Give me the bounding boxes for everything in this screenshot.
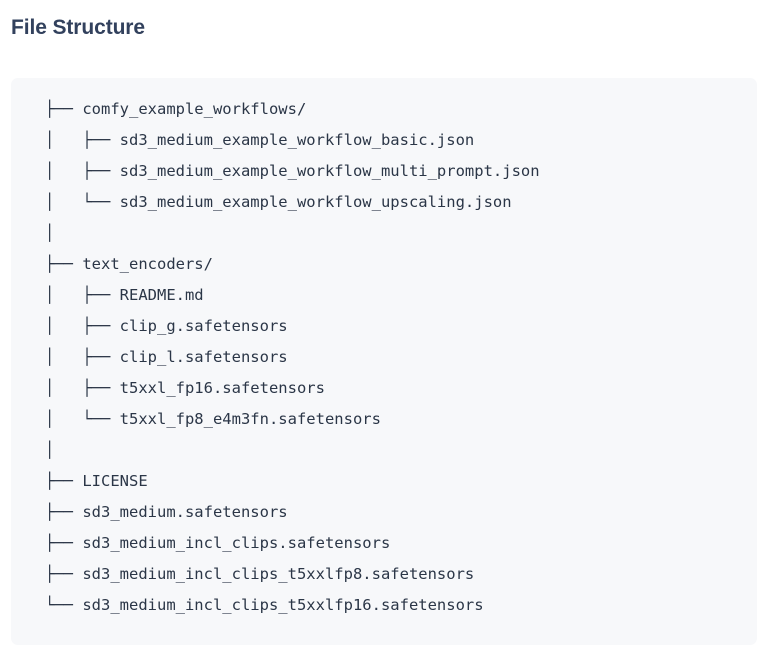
tree-line: │ [45, 224, 55, 242]
tree-line: ├── LICENSE [45, 472, 148, 490]
tree-line: ├── comfy_example_workflows/ [45, 100, 307, 118]
tree-line: │ ├── sd3_medium_example_workflow_basic.… [45, 131, 475, 149]
tree-line: │ ├── clip_g.safetensors [45, 317, 288, 335]
page-title: File Structure [11, 16, 145, 39]
file-tree: ├── comfy_example_workflows/ │ ├── sd3_me… [11, 94, 757, 621]
tree-line: └── sd3_medium_incl_clips_t5xxlfp16.safe… [45, 596, 484, 614]
tree-line: ├── sd3_medium.safetensors [45, 503, 288, 521]
tree-line: ├── sd3_medium_incl_clips_t5xxlfp8.safet… [45, 565, 475, 583]
tree-line: │ ├── t5xxl_fp16.safetensors [45, 379, 325, 397]
tree-line: │ ├── clip_l.safetensors [45, 348, 288, 366]
tree-line: │ ├── README.md [45, 286, 204, 304]
tree-line: ├── text_encoders/ [45, 255, 213, 273]
tree-line: │ └── sd3_medium_example_workflow_upscal… [45, 193, 512, 211]
file-structure-code-block: ├── comfy_example_workflows/ │ ├── sd3_me… [11, 78, 757, 645]
tree-line: │ [45, 441, 55, 459]
tree-line: │ └── t5xxl_fp8_e4m3fn.safetensors [45, 410, 381, 428]
tree-line: ├── sd3_medium_incl_clips.safetensors [45, 534, 391, 552]
tree-line: │ ├── sd3_medium_example_workflow_multi_… [45, 162, 540, 180]
